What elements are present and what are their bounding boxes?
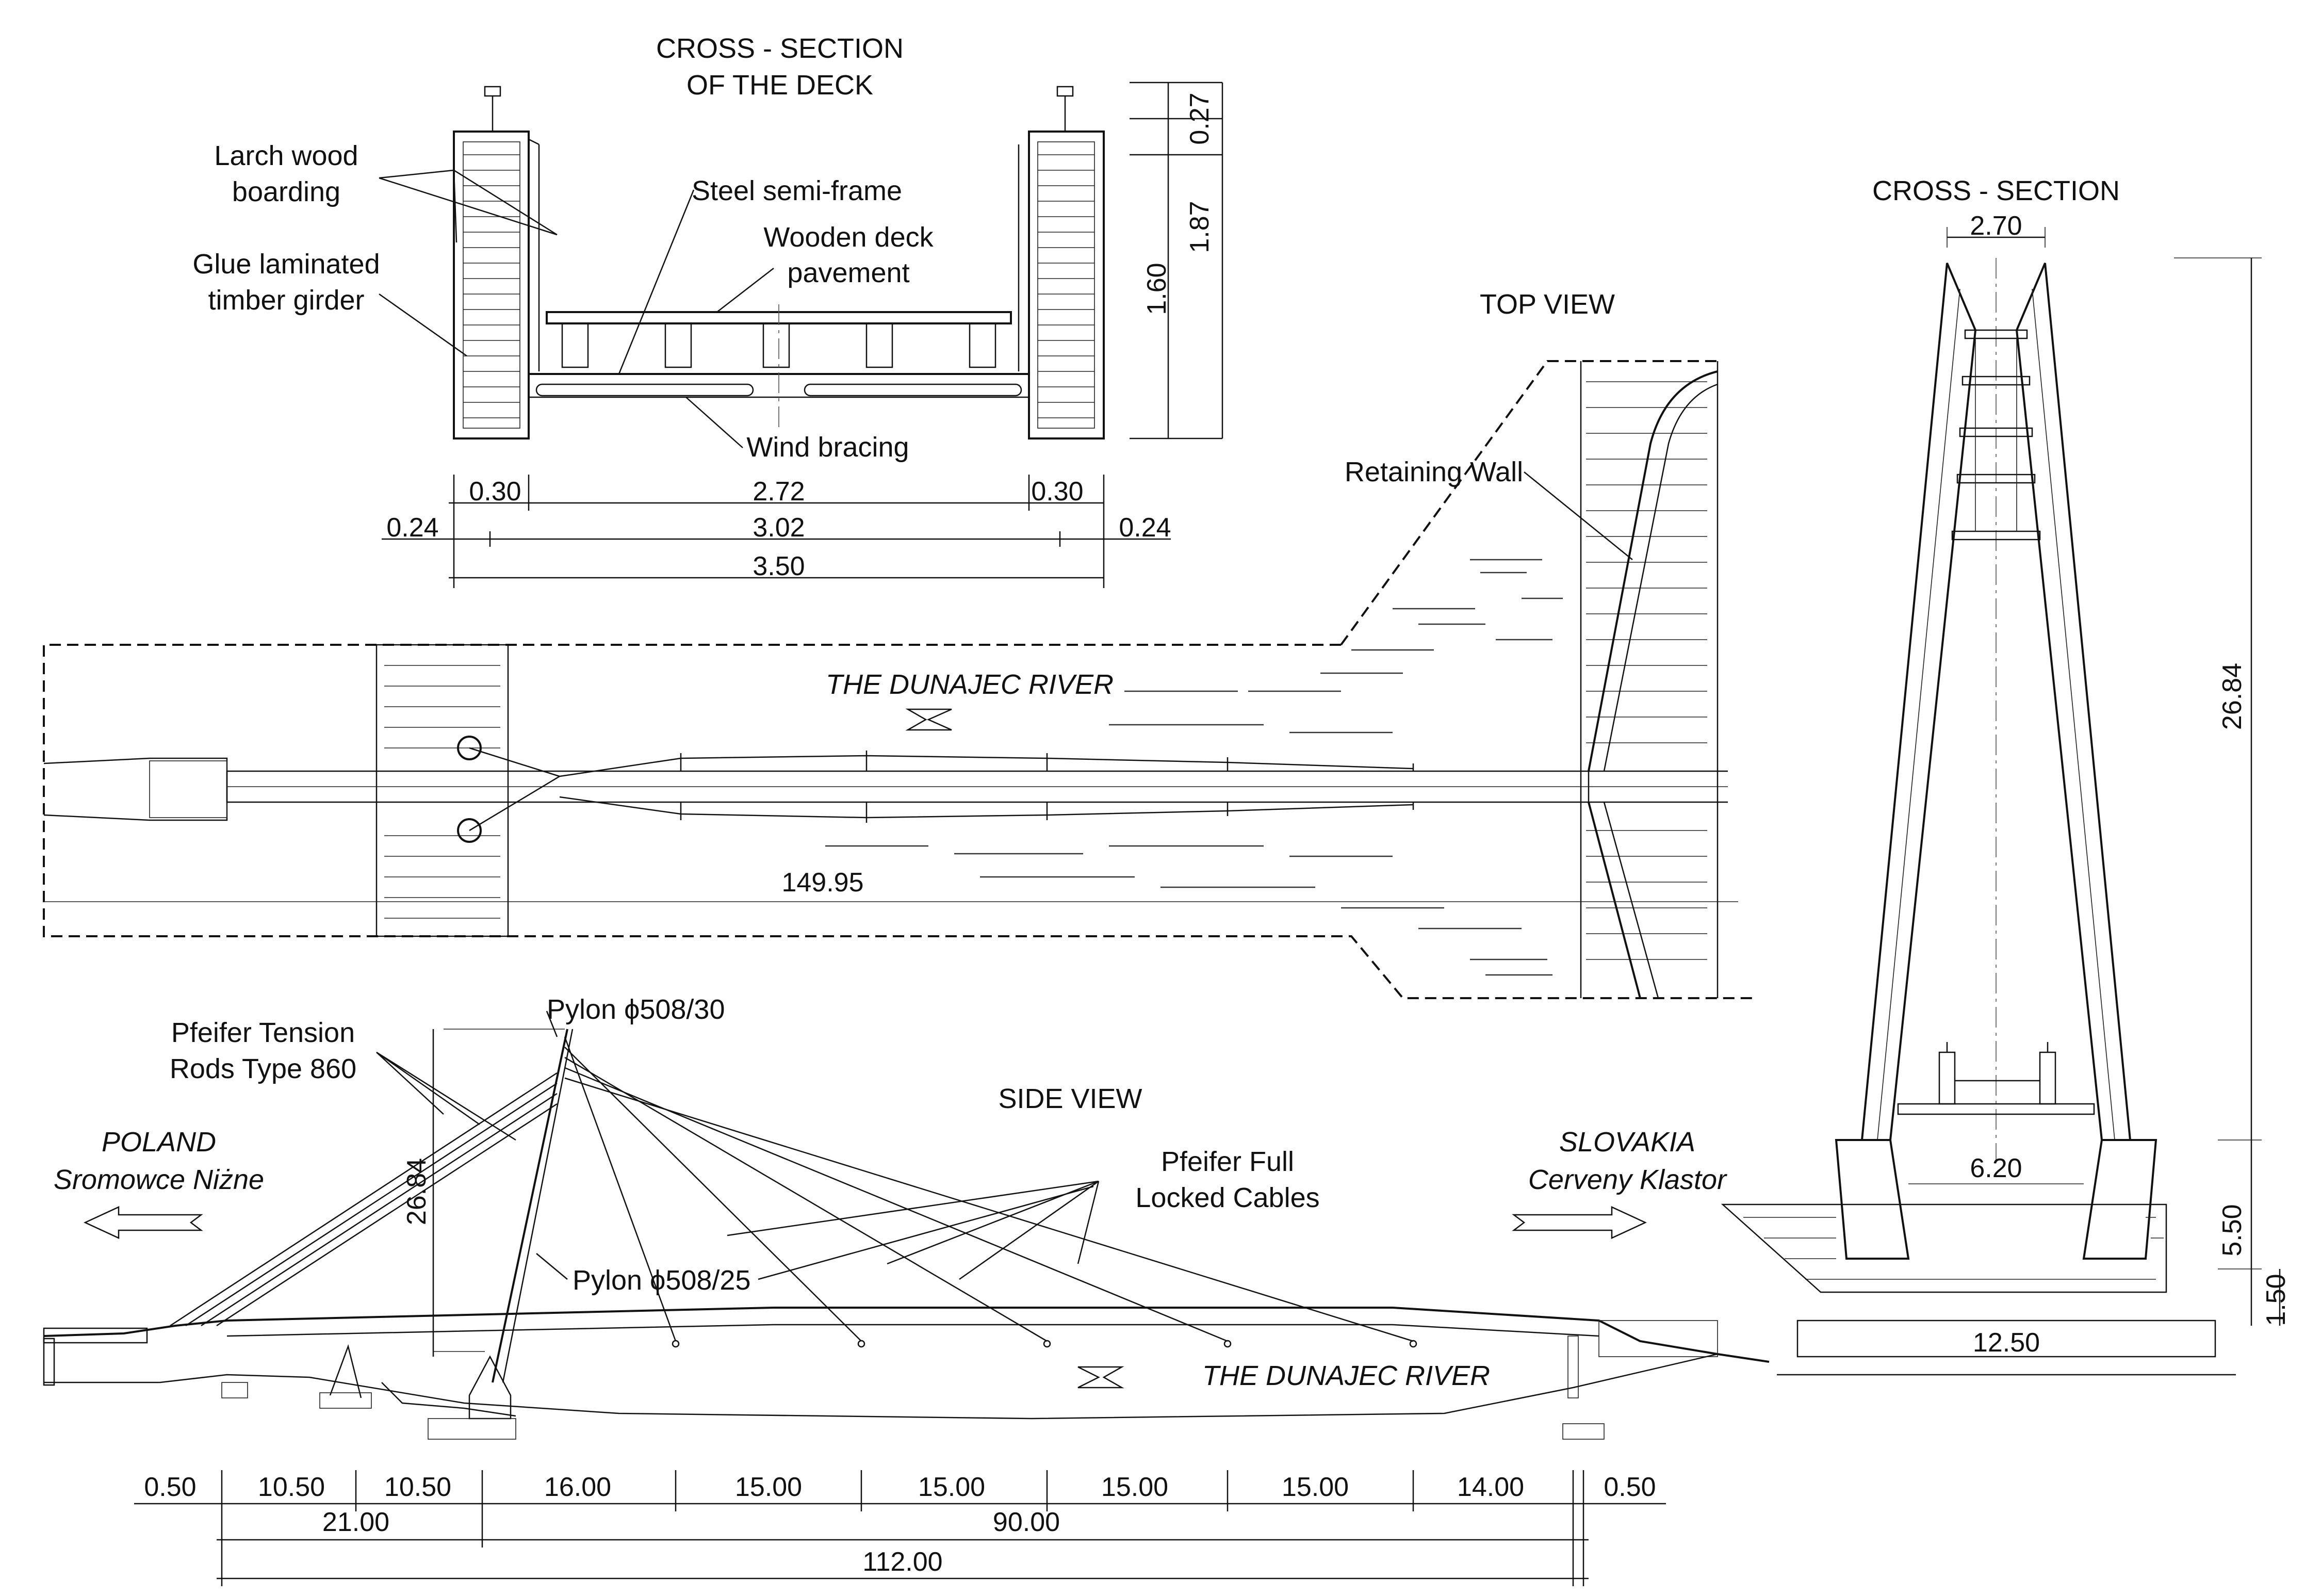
side-view-river-label: THE DUNAJEC RIVER xyxy=(1202,1360,1490,1391)
side-river-arrow-icon xyxy=(1077,1366,1124,1389)
left-timber-girder xyxy=(453,131,530,439)
pylon-cross-section: CROSS - SECTION 2.70 6.20 xyxy=(1721,175,2291,1376)
arrow-to-slovakia-icon xyxy=(1512,1206,1647,1239)
dim-1-87: 1.87 xyxy=(1185,201,1215,253)
span-8: 15.00 xyxy=(1282,1472,1349,1502)
span-total: 112.00 xyxy=(862,1547,942,1577)
pylon-foundation-height: 5.50 xyxy=(2217,1204,2247,1256)
side-view: SIDE VIEW 26.84 xyxy=(43,994,1770,1586)
steel-label: Steel semi-frame xyxy=(692,175,902,206)
deck-section-title-1: CROSS - SECTION xyxy=(656,33,904,64)
larch-label-2: boarding xyxy=(232,176,340,207)
pylon-height: 26.84 xyxy=(2217,663,2247,730)
side-view-deck xyxy=(43,1307,1770,1363)
deck-section-title-2: OF THE DECK xyxy=(686,70,873,101)
poland-label: POLAND xyxy=(102,1127,216,1158)
wind-label: Wind bracing xyxy=(746,432,909,463)
pylon-footing-width: 12.50 xyxy=(1973,1328,2040,1358)
pylon-top-width: 2.70 xyxy=(1970,211,2022,241)
top-view-river-label: THE DUNAJEC RIVER xyxy=(826,669,1114,700)
span-6: 15.00 xyxy=(918,1472,985,1502)
dim-0-24-right: 0.24 xyxy=(1119,513,1171,543)
pylon-left-leg xyxy=(1860,263,1977,1141)
span-9: 14.00 xyxy=(1457,1472,1524,1502)
pylon-right-leg xyxy=(2015,263,2132,1141)
river-flow-arrow-icon xyxy=(905,708,952,731)
span-5: 15.00 xyxy=(735,1472,802,1502)
pfeifer-cables-label-1: Pfeifer Full xyxy=(1161,1146,1294,1177)
span-group-right: 90.00 xyxy=(993,1507,1060,1537)
span-2: 10.50 xyxy=(258,1472,325,1502)
retaining-wall-label: Retaining Wall xyxy=(1345,457,1523,487)
pylon-top-label: Pylon ϕ508/30 xyxy=(547,994,725,1025)
poland-town-label: Sromowce Niżne xyxy=(54,1164,264,1195)
span-group-left: 21.00 xyxy=(322,1507,389,1537)
pylon-bottom-label: Pylon ϕ508/25 xyxy=(573,1265,751,1296)
pylon-base-width: 6.20 xyxy=(1970,1153,2022,1183)
dim-0-27: 0.27 xyxy=(1185,92,1215,144)
larch-label-1: Larch wood xyxy=(214,140,358,171)
top-view-length: 149.95 xyxy=(781,868,863,898)
dim-0-30-left: 0.30 xyxy=(469,477,521,507)
top-view-title: TOP VIEW xyxy=(1480,289,1615,320)
span-7: 15.00 xyxy=(1101,1472,1168,1502)
retaining-wall xyxy=(1588,370,1718,772)
pfeifer-rods-label-1: Pfeifer Tension xyxy=(171,1017,355,1048)
wind-bracing-right xyxy=(804,383,1022,397)
dim-0-24-left: 0.24 xyxy=(386,513,438,543)
dim-2-72: 2.72 xyxy=(753,477,805,507)
wind-bracing-left xyxy=(535,383,754,397)
dim-1-60: 1.60 xyxy=(1142,263,1172,315)
deck-label-1: Wooden deck xyxy=(763,222,934,253)
dim-3-50: 3.50 xyxy=(753,551,805,581)
cable-anchors xyxy=(672,1340,1417,1348)
slovakia-label: SLOVAKIA xyxy=(1559,1127,1695,1158)
pfeifer-rods-label-2: Rods Type 860 xyxy=(170,1053,356,1084)
side-view-pylon xyxy=(492,1029,568,1383)
glue-label-2: timber girder xyxy=(208,285,364,316)
span-3: 10.50 xyxy=(384,1472,451,1502)
span-4: 16.00 xyxy=(544,1472,611,1502)
dim-3-02: 3.02 xyxy=(753,513,805,543)
side-view-title: SIDE VIEW xyxy=(998,1083,1142,1114)
right-timber-girder xyxy=(1028,131,1105,439)
pylon-footing xyxy=(1796,1320,2216,1358)
dim-0-30-right: 0.30 xyxy=(1031,477,1083,507)
pfeifer-cables-label-2: Locked Cables xyxy=(1135,1182,1319,1213)
top-view: TOP VIEW xyxy=(43,289,1754,999)
deck-label-2: pavement xyxy=(787,257,909,288)
span-10: 0.50 xyxy=(1604,1472,1656,1502)
arrow-to-poland-icon xyxy=(84,1206,203,1239)
glue-label-1: Glue laminated xyxy=(192,249,380,280)
span-1: 0.50 xyxy=(144,1472,196,1502)
pylon-footing-height: 1.50 xyxy=(2261,1274,2291,1326)
deck-cross-section: CROSS - SECTION OF THE DECK xyxy=(192,33,1223,588)
slovakia-town-label: Cerveny Klastor xyxy=(1528,1164,1727,1195)
pylon-section-title: CROSS - SECTION xyxy=(1872,175,2120,206)
